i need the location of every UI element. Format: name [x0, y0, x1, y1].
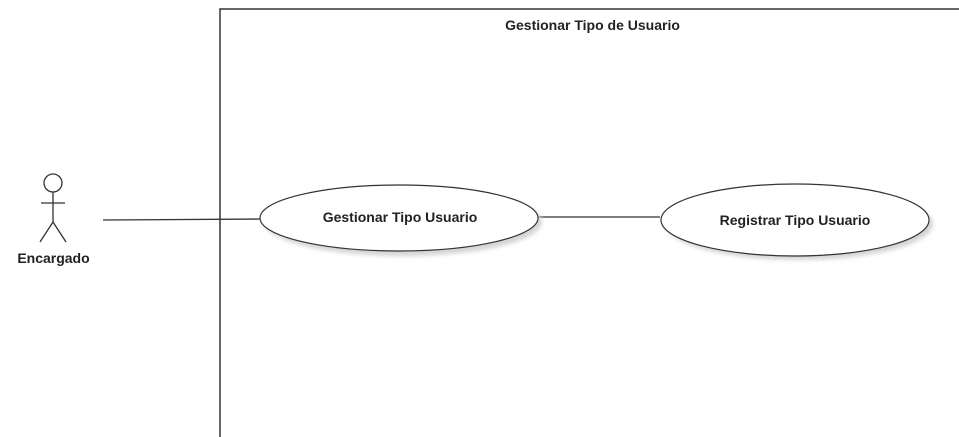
association-actor-uc1 [102, 218, 263, 221]
actor-right-leg [52, 221, 67, 243]
use-case-gestionar-tipo-usuario[interactable] [259, 184, 542, 256]
use-case-registrar-tipo-usuario[interactable] [660, 183, 933, 260]
use-case-ellipse [259, 184, 539, 252]
use-case-label: Gestionar Tipo Usuario [322, 209, 478, 225]
actor-stick-figure[interactable] [39, 173, 67, 243]
system-title: Gestionar Tipo de Usuario [505, 17, 680, 33]
use-case-ellipse [660, 183, 930, 257]
actor-label: Encargado [17, 250, 90, 266]
actor-head [43, 173, 63, 193]
use-case-label: Registrar Tipo Usuario [719, 212, 871, 228]
actor-left-leg [39, 221, 54, 243]
system-boundary [219, 8, 959, 437]
